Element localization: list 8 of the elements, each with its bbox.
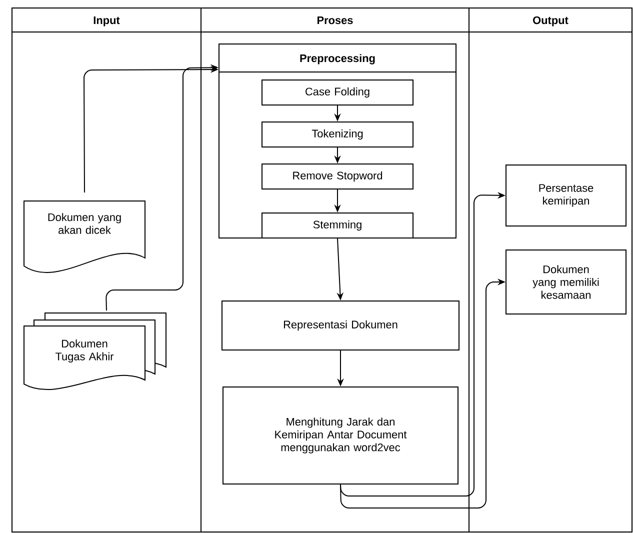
process-box: Remove Stopword — [262, 164, 414, 190]
process-box: Representasi Dokumen — [222, 300, 460, 350]
process-box: Persentase kemiripan — [506, 164, 626, 226]
process-box: Case Folding — [262, 80, 414, 106]
process-box: Dokumen yang memiliki kesamaan — [506, 250, 626, 314]
process-box: Stemming — [262, 212, 414, 238]
process-box: Tokenizing — [262, 122, 414, 148]
process-box: Menghitung Jarak dan Kemiripan Antar Document menggunakan word2vec — [222, 386, 458, 484]
